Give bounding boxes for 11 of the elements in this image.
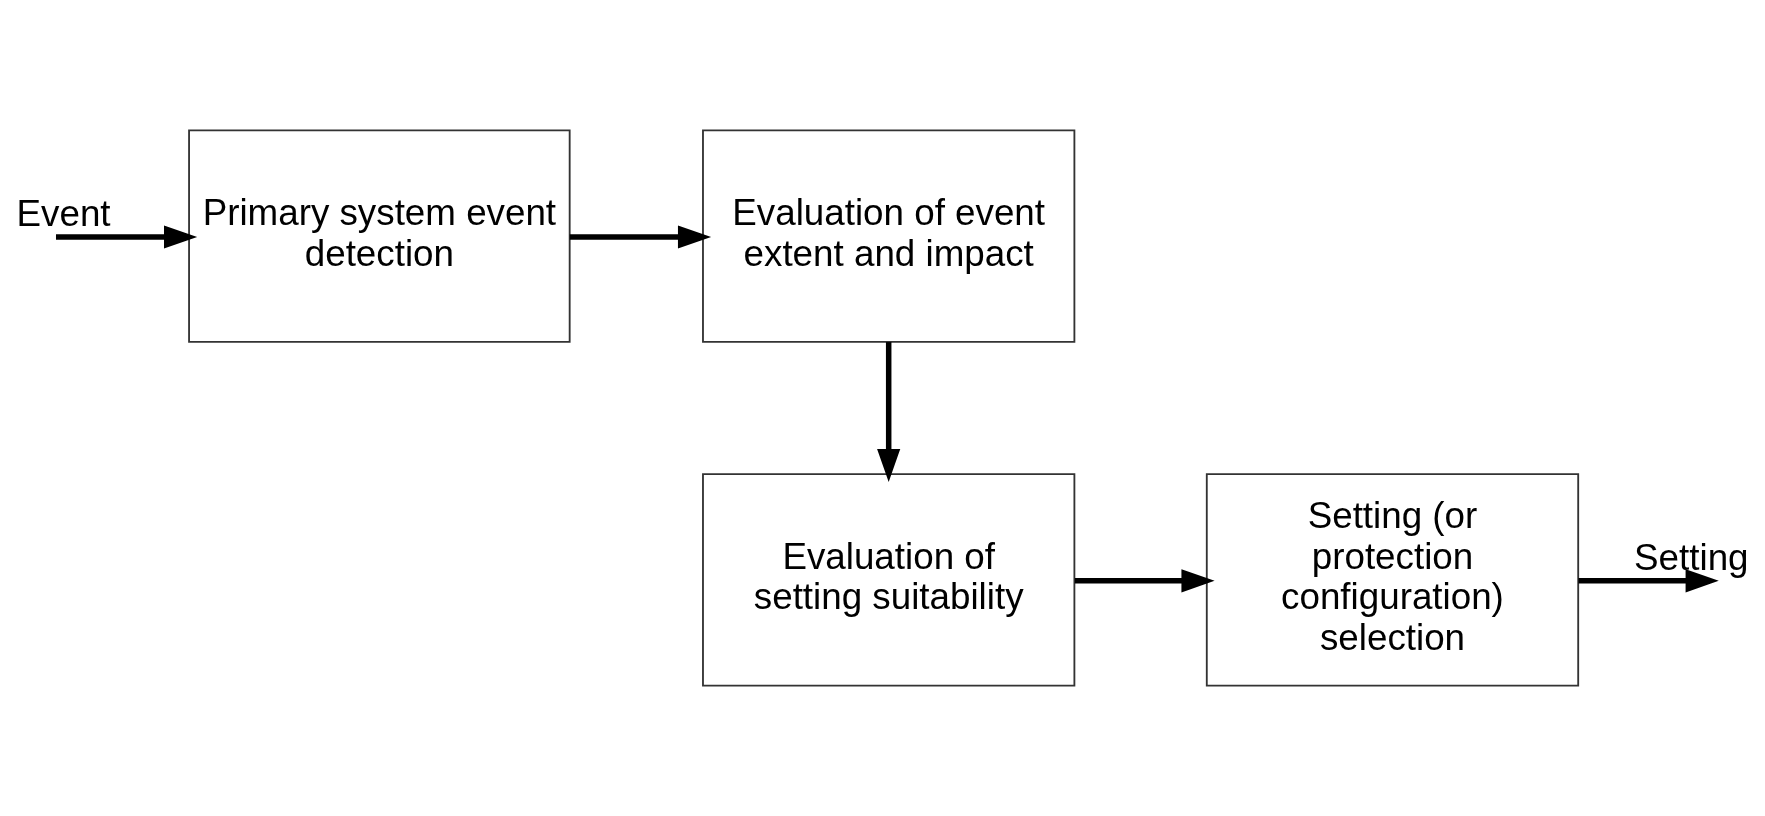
node-box: Evaluation of event extent and impact [702, 129, 1076, 343]
node-box: Evaluation of setting suitability [702, 473, 1076, 687]
edge-label: Setting [1634, 536, 1749, 578]
node-box: Primary system event detection [188, 129, 571, 343]
arrow [1578, 569, 1719, 593]
arrow [56, 225, 198, 249]
node-box: Setting (or protection configuration) selection [1205, 473, 1580, 687]
arrow [569, 225, 712, 249]
arrow [1074, 569, 1215, 593]
edge-label: Event [16, 192, 111, 234]
arrow [877, 342, 901, 483]
